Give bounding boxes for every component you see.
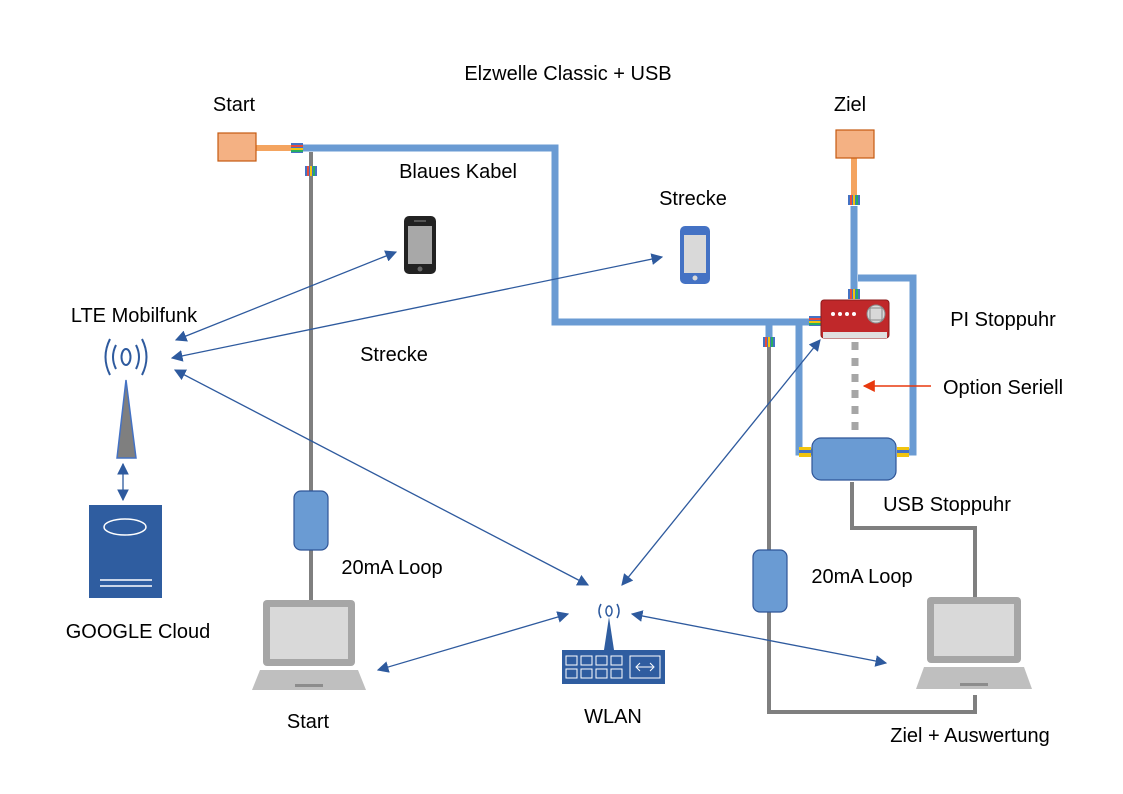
start-sensor-box	[217, 132, 257, 162]
diagram-title: Elzwelle Classic + USB	[464, 63, 671, 85]
label-loop-right: 20mA Loop	[811, 566, 912, 588]
label-strecke-right: Strecke	[659, 188, 727, 210]
laptop-icon	[252, 600, 366, 690]
smartphone-icon	[404, 216, 436, 274]
label-strecke-left: Strecke	[360, 344, 428, 366]
label-ziel-top: Ziel	[834, 94, 866, 116]
label-lte: LTE Mobilfunk	[71, 305, 198, 327]
ziel-sensor-box	[835, 129, 875, 159]
label-blue-cable: Blaues Kabel	[399, 161, 517, 183]
loop-device-left	[293, 490, 329, 551]
blue-cable	[303, 144, 917, 456]
ziel-sensor	[835, 129, 875, 196]
label-wlan: WLAN	[584, 706, 642, 728]
label-option-seriell: Option Seriell	[943, 377, 1063, 399]
wireless-links	[170, 250, 888, 673]
label-start-bottom: Start	[287, 711, 330, 733]
connectors	[291, 143, 909, 457]
wlan-router-icon	[562, 603, 665, 684]
usb-stoppuhr-device	[811, 437, 897, 481]
cell-tower-icon	[104, 338, 148, 459]
cloud-server-icon	[89, 505, 162, 598]
label-start-top: Start	[213, 94, 256, 116]
label-pi-stoppuhr: PI Stoppuhr	[950, 309, 1056, 331]
raspberry-pi-icon	[820, 299, 890, 339]
label-ziel-auswertung: Ziel + Auswertung	[890, 725, 1050, 747]
label-loop-left: 20mA Loop	[341, 557, 442, 579]
loop-device-right	[752, 549, 788, 613]
smartphone-icon	[680, 226, 710, 284]
start-sensor	[217, 132, 293, 162]
label-usb-stoppuhr: USB Stoppuhr	[883, 494, 1011, 516]
label-google-cloud: GOOGLE Cloud	[66, 621, 211, 643]
laptop-icon	[916, 597, 1032, 689]
